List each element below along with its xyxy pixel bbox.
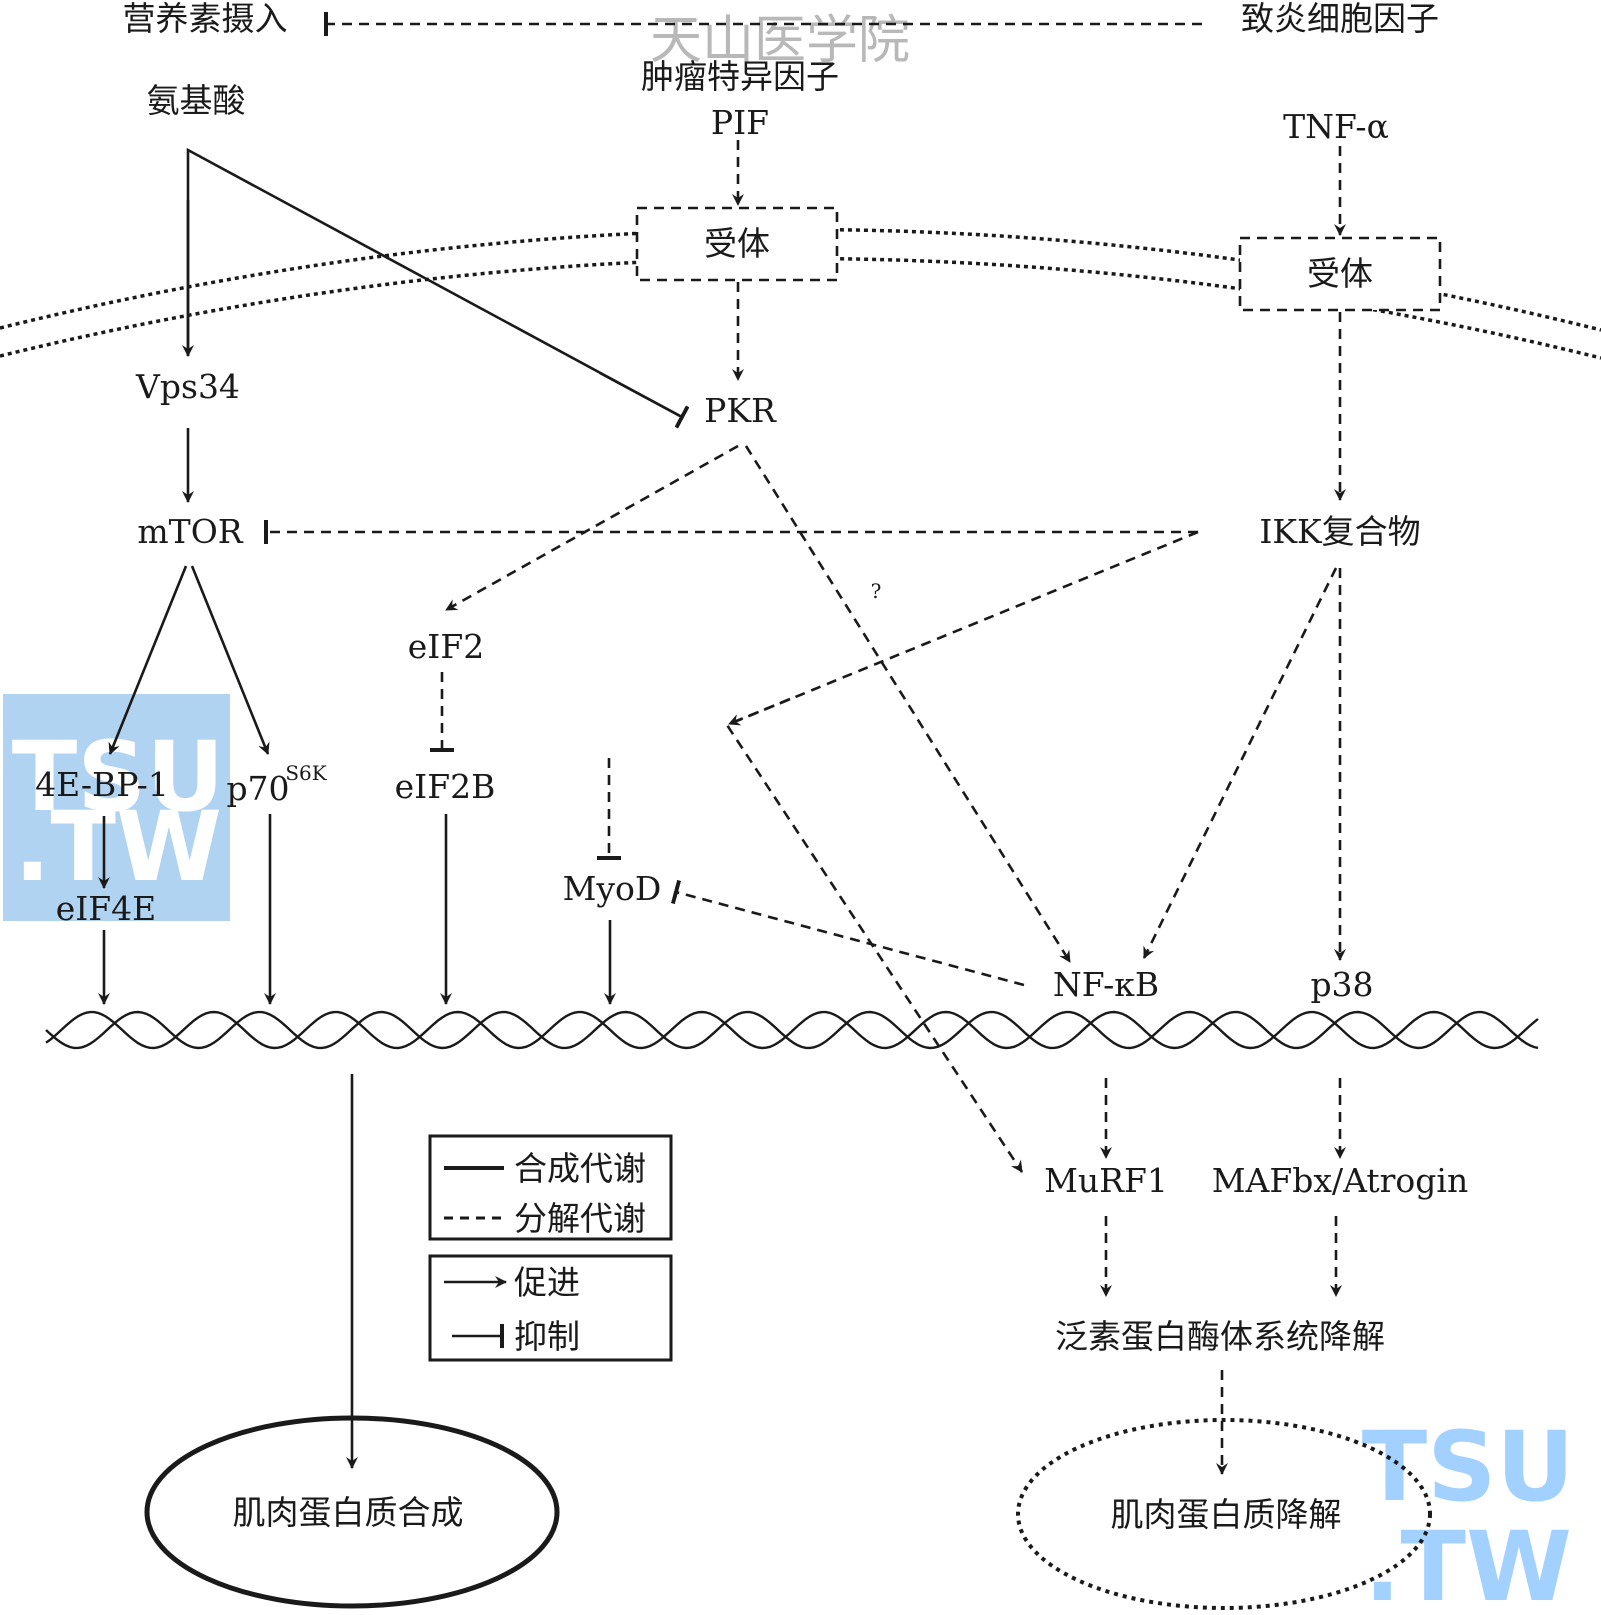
dna-strand-a [45,1010,1539,1050]
p70s6k-label: p70 S6K [226,761,327,808]
legend-catabolic-label: 分解代谢 [514,1199,646,1238]
tnf-receptor: 受体 [1238,236,1442,312]
legend-anabolic-label: 合成代谢 [514,1149,646,1188]
question-mark: ? [871,579,882,603]
protein-synthesis-label: 肌肉蛋白质合成 [233,1493,464,1532]
svg-text:.TW: .TW [14,791,222,903]
legend-promote-label: 促进 [514,1263,580,1302]
pif-label: PIF [711,103,769,142]
vps34-label: Vps34 [135,367,240,406]
pro-inflammatory-cytokine-label: 致炎细胞因子 [1241,0,1439,38]
ubiquitin-proteasome-label: 泛素蛋白酶体系统降解 [1055,1317,1385,1356]
ikk-to-nfkb-arrow [1142,567,1338,959]
protein-degradation-outcome: 肌肉蛋白质降解 [1016,1418,1432,1610]
myod-label: MyoD [563,869,662,908]
eif2-label: eIF2 [408,627,484,666]
mtor-label: mTOR [137,512,243,551]
mafbx-atrogin-label: MAFbx/Atrogin [1212,1161,1468,1200]
dna-strand [45,1010,1539,1050]
4ebp1-label: 4E-BP-1 [35,765,169,804]
svg-text:S6K: S6K [285,761,327,785]
tumor-factor-label: 肿瘤特异因子 [641,57,839,96]
ikk-to-murf1-arrowhead [728,697,791,726]
svg-text:.TW: .TW [1364,1511,1572,1615]
dna-strand-b [45,1010,1539,1050]
nutrient-intake-label: 营养素摄入 [123,0,288,38]
site-watermark: 天山医学院 [650,11,910,71]
nfkb-inhibits-myod [670,879,1025,987]
pif-receptor: 受体 [635,206,839,282]
p38-label: p38 [1310,965,1373,1004]
mtor-to-p70-arrow [190,565,270,755]
murf1-label: MuRF1 [1044,1161,1168,1200]
tnf-alpha-label: TNF-α [1283,107,1389,146]
nfkb-label: NF-κB [1053,965,1159,1004]
ikk-complex-label: IKK复合物 [1259,512,1420,551]
eif2b-label: eIF2B [395,767,496,806]
logo-watermark-left: TSU .TW [3,694,230,921]
tnf-receptor-label: 受体 [1307,254,1373,293]
amino-acid-inhibits-pkr [599,371,690,429]
svg-text:p70: p70 [226,769,289,808]
pkr-to-eif2-arrow [445,444,739,612]
logo-watermark-right: TSU .TW [1362,1411,1575,1615]
protein-synthesis-outcome: 肌肉蛋白质合成 [144,1415,560,1609]
eif4e-label: eIF4E [56,889,157,928]
amino-acid-label: 氨基酸 [147,81,246,120]
pkr-label: PKR [704,391,777,430]
ikk-to-murf1-path [725,530,1199,1173]
legend-inhibit-label: 抑制 [514,1317,580,1356]
svg-text:TSU: TSU [12,721,225,833]
mtor-to-4ebp1-arrow [108,565,188,755]
svg-text:TSU: TSU [1362,1411,1575,1523]
pkr-to-nfkb-arrow [744,445,1072,963]
legend-arrow-style: 促进 抑制 [428,1254,673,1362]
legend-line-style: 合成代谢 分解代谢 [428,1134,673,1241]
protein-degradation-label: 肌肉蛋白质降解 [1111,1495,1342,1534]
pif-receptor-label: 受体 [704,224,770,263]
